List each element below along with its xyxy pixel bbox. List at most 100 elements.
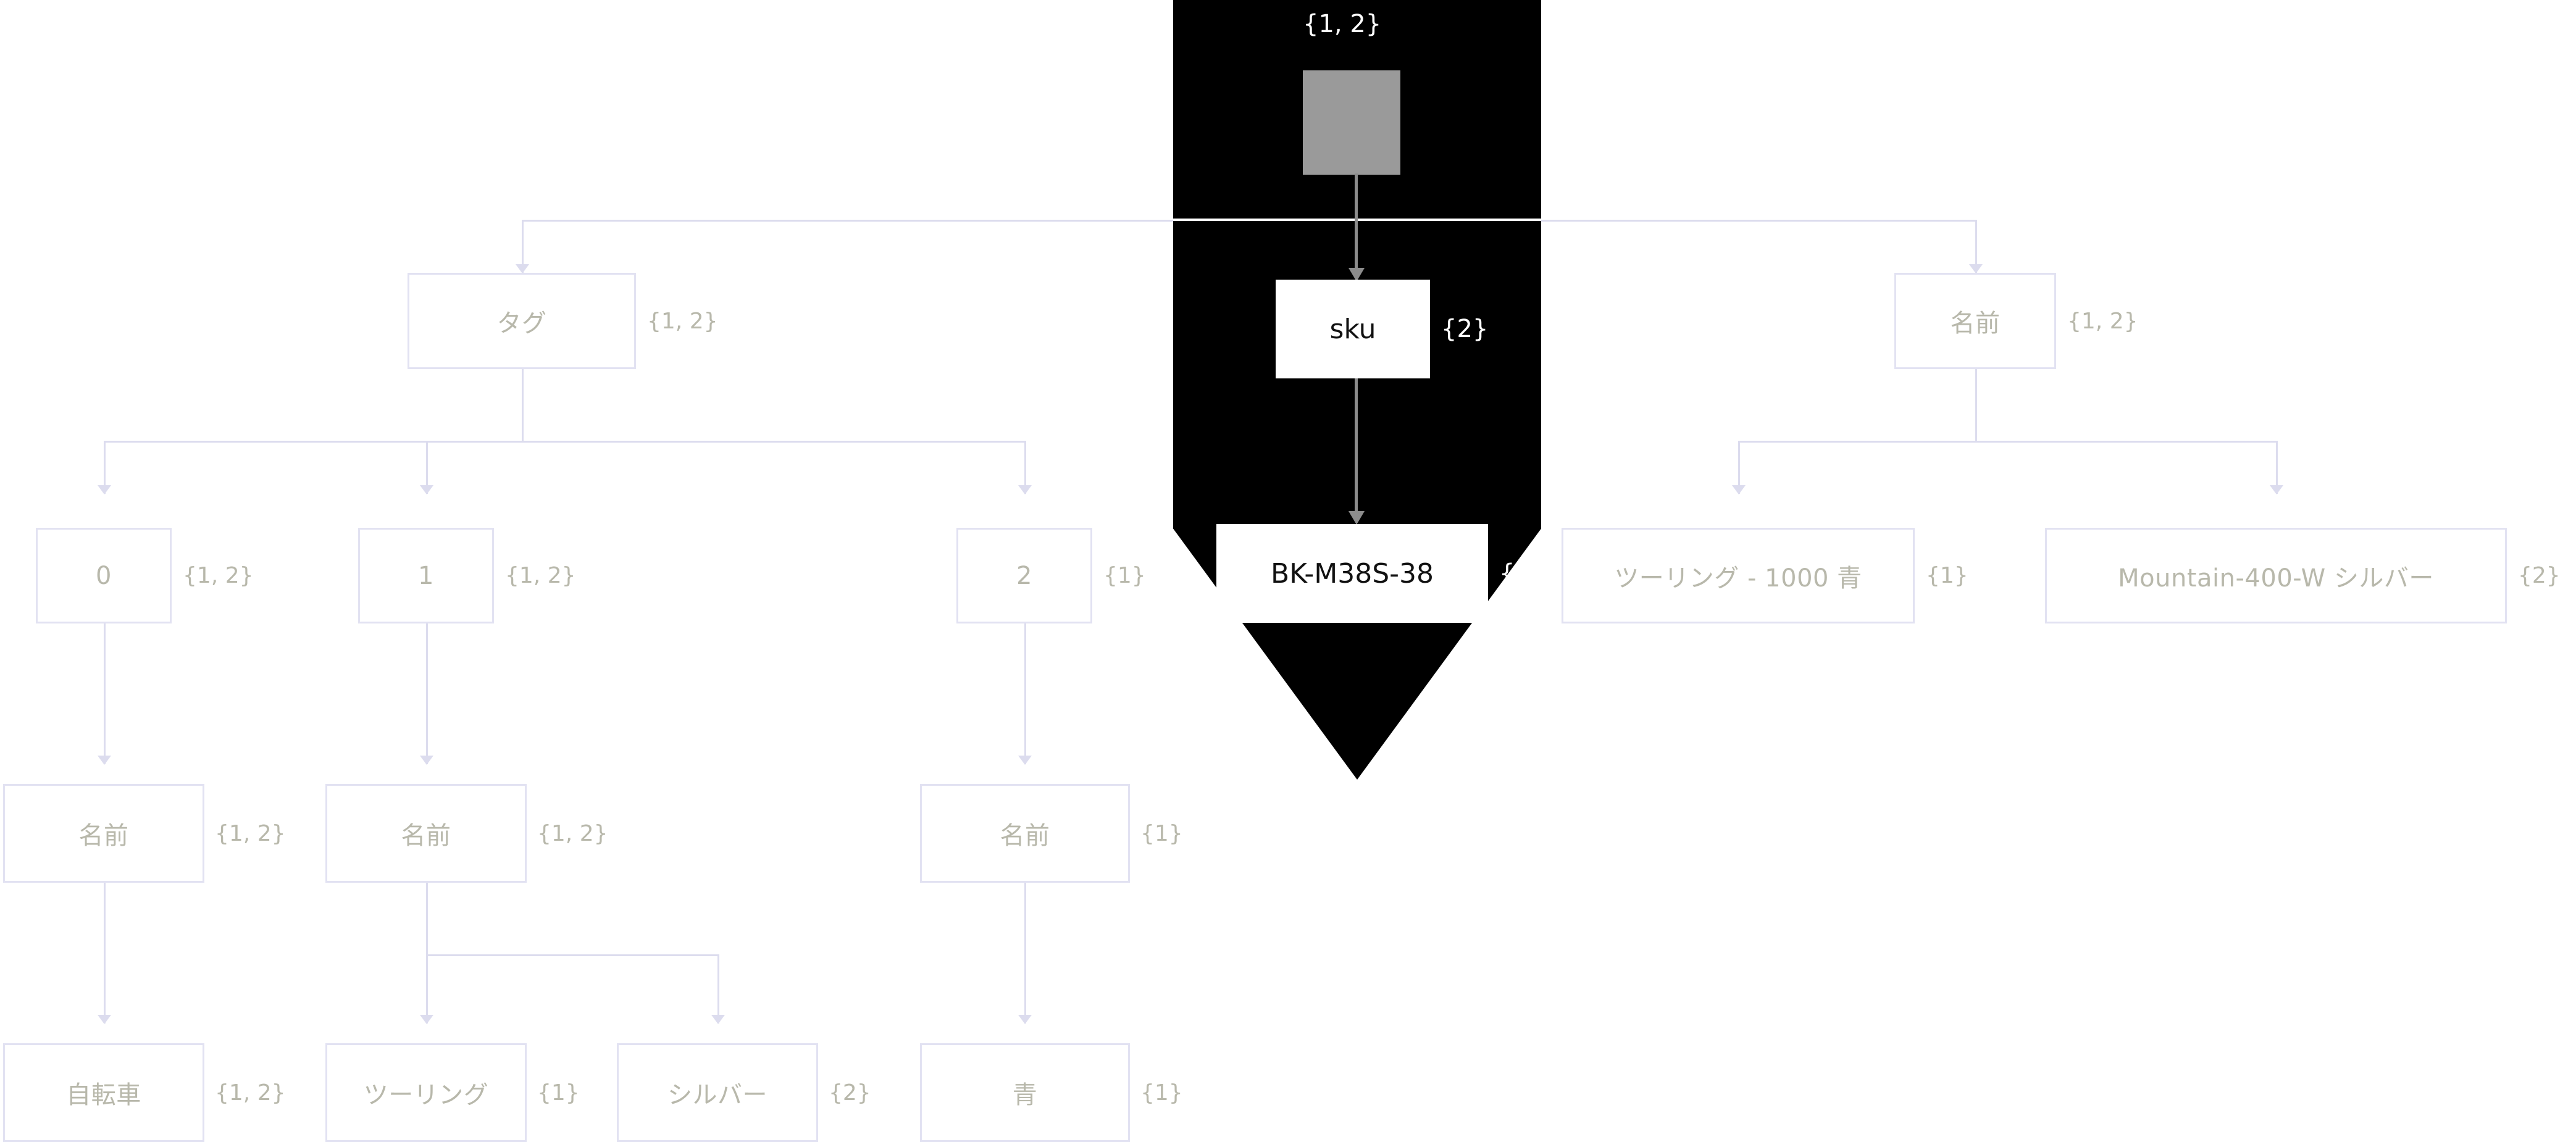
node-index-2[interactable]: 2 [956, 528, 1092, 623]
node-tag-label: タグ [496, 309, 547, 338]
edge-bus-to-idx2 [1024, 441, 1026, 494]
edge-tag-stem [522, 369, 524, 441]
badge-tag-text: {1, 2} [647, 308, 718, 334]
node-blue[interactable]: 青 [920, 1043, 1130, 1142]
badge-name-right-text: {1, 2} [2067, 308, 2138, 334]
edge-bus-to-touring [426, 954, 428, 1023]
arrowhead-idx0 [98, 485, 111, 494]
edge-bus-to-mountain400 [2276, 441, 2278, 494]
arrowhead-sku [1349, 268, 1365, 281]
edge-name-b-bus [426, 954, 717, 956]
badge-bicycle-text: {1, 2} [215, 1080, 286, 1106]
node-name-b-label: 名前 [401, 822, 451, 850]
node-touring[interactable]: ツーリング [325, 1043, 527, 1142]
node-blue-label: 青 [1012, 1081, 1038, 1109]
arrowhead-name-c [1018, 756, 1032, 765]
badge-root-text: {1, 2} [1303, 10, 1382, 38]
badge-name-b: {1, 2} [537, 784, 608, 883]
node-name-right[interactable]: 名前 [1894, 273, 2056, 369]
edge-bus-to-idx1 [426, 441, 428, 494]
edge-name-b-stem [426, 883, 428, 954]
edge-idx2-to-name-c [1024, 622, 1026, 764]
root-placeholder-box [1303, 70, 1400, 175]
edge-idx0-to-name-a [104, 622, 106, 764]
node-touring-1000-blue[interactable]: ツーリング - 1000 青 [1562, 528, 1915, 623]
node-index-0[interactable]: 0 [36, 528, 172, 623]
badge-tag: {1, 2} [647, 273, 718, 369]
arrowhead-name-a [98, 756, 111, 765]
badge-index-1-text: {1, 2} [505, 563, 576, 588]
edge-root-to-sku [1355, 173, 1358, 277]
node-name-a-label: 名前 [78, 822, 129, 850]
edge-name-right-bus [1738, 441, 2276, 443]
node-name-right-label: 名前 [1950, 309, 2001, 338]
arrowhead-mountain400 [2270, 485, 2283, 494]
badge-blue-text: {1} [1140, 1080, 1183, 1106]
edge-sku-to-value [1355, 378, 1358, 520]
node-silver[interactable]: シルバー [617, 1043, 818, 1142]
arrowhead-tag [516, 264, 529, 273]
arrowhead-name-right [1969, 264, 1983, 273]
node-index-1-label: 1 [418, 561, 434, 590]
node-tag[interactable]: タグ [408, 273, 636, 369]
badge-name-a-text: {1, 2} [215, 820, 286, 846]
edge-bus-to-idx0 [104, 441, 106, 494]
badge-name-c: {1} [1140, 784, 1183, 883]
node-name-a[interactable]: 名前 [3, 784, 204, 883]
edge-idx1-to-name-b [426, 622, 428, 764]
badge-index-2: {1} [1103, 528, 1146, 623]
edge-bus-to-touring1000 [1738, 441, 1740, 494]
node-bicycle[interactable]: 自転車 [3, 1043, 204, 1142]
node-touring-label: ツーリング [363, 1081, 489, 1109]
node-touring-1000-blue-label: ツーリング - 1000 青 [1614, 564, 1862, 593]
edge-bus-to-silver [717, 954, 719, 1023]
badge-name-a: {1, 2} [215, 784, 286, 883]
badge-sku: {2} [1441, 280, 1488, 378]
badge-name-b-text: {1, 2} [537, 820, 608, 846]
edge-name-right-stem [1975, 369, 1977, 441]
arrowhead-idx1 [420, 485, 433, 494]
node-mountain-400-w-silver[interactable]: Mountain-400-W シルバー [2045, 528, 2507, 623]
node-sku-label: sku [1329, 313, 1376, 345]
node-index-0-label: 0 [96, 561, 112, 590]
edge-bus-to-name-right [1975, 220, 1977, 273]
edge-name-c-to-blue [1024, 883, 1026, 1023]
badge-root: {1, 2} [1303, 0, 1381, 48]
badge-touring: {1} [537, 1043, 580, 1142]
badge-mountain-400-w-silver: {2} [2518, 528, 2561, 623]
badge-index-1: {1, 2} [505, 528, 576, 623]
arrowhead-touring1000 [1732, 485, 1746, 494]
node-silver-label: シルバー [667, 1081, 767, 1109]
node-sku-value[interactable]: BK-M38S-38 [1216, 524, 1488, 623]
badge-touring-1000-blue: {1} [1926, 528, 1968, 623]
badge-touring-1000-blue-text: {1} [1926, 563, 1968, 588]
node-sku[interactable]: sku [1276, 280, 1430, 378]
badge-sku-value: {2} [1499, 524, 1546, 623]
arrowhead-silver [711, 1015, 725, 1024]
node-name-c-label: 名前 [1000, 822, 1050, 850]
node-name-b[interactable]: 名前 [325, 784, 527, 883]
arrowhead-touring [420, 1015, 433, 1024]
badge-silver: {2} [829, 1043, 871, 1142]
badge-mountain-400-w-silver-text: {2} [2518, 563, 2561, 588]
badge-silver-text: {2} [829, 1080, 871, 1106]
badge-index-0: {1, 2} [183, 528, 254, 623]
node-mountain-400-w-silver-label: Mountain-400-W シルバー [2118, 564, 2434, 593]
edge-tag-bus [104, 441, 1024, 443]
badge-sku-value-text: {2} [1499, 559, 1547, 588]
edge-name-a-to-bicycle [104, 883, 106, 1023]
node-index-2-label: 2 [1016, 561, 1032, 590]
arrowhead-bicycle [98, 1015, 111, 1024]
badge-touring-text: {1} [537, 1080, 580, 1106]
badge-blue: {1} [1140, 1043, 1183, 1142]
badge-name-right: {1, 2} [2067, 273, 2138, 369]
badge-index-2-text: {1} [1103, 563, 1146, 588]
node-index-1[interactable]: 1 [358, 528, 494, 623]
arrowhead-blue [1018, 1015, 1032, 1024]
badge-bicycle: {1, 2} [215, 1043, 286, 1142]
node-name-c[interactable]: 名前 [920, 784, 1130, 883]
edge-bus-to-tag [522, 220, 524, 273]
arrowhead-name-b [420, 756, 433, 765]
badge-name-c-text: {1} [1140, 820, 1183, 846]
